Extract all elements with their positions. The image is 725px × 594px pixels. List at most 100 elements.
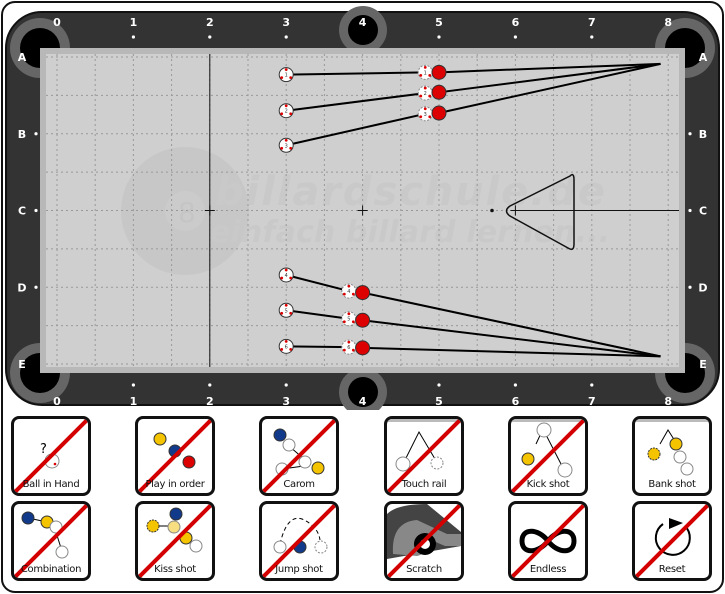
- cue-ball-path: [286, 309, 349, 320]
- object-ball[interactable]: [355, 340, 371, 356]
- cue-ball[interactable]: 6: [278, 338, 294, 354]
- object-ball-path: [362, 319, 661, 358]
- cue-ball-path: [286, 345, 349, 349]
- row-label: C: [18, 205, 26, 218]
- ball-number: 1: [424, 70, 427, 76]
- ghost-ball[interactable]: 1: [417, 64, 433, 80]
- diamond-marker: [437, 35, 441, 39]
- object-ball-path: [438, 62, 661, 74]
- option-button-ball-in-hand[interactable]: ?Ball in Hand: [11, 416, 91, 496]
- option-button-carom[interactable]: Carom: [259, 416, 339, 496]
- column-label: 8: [664, 395, 672, 408]
- ball-number: 2: [285, 109, 288, 115]
- option-button-jump-shot[interactable]: Jump shot: [259, 501, 339, 581]
- disabled-cross: [14, 504, 88, 578]
- diamond-marker: [34, 132, 38, 136]
- diamond-marker: [688, 132, 692, 136]
- ghost-ball[interactable]: 6: [341, 339, 357, 355]
- diamond-marker: [34, 208, 38, 213]
- option-label: Ball in Hand: [22, 479, 80, 490]
- ball-number: 6: [285, 344, 288, 350]
- bank-shot-icon: [635, 419, 709, 476]
- object-ball-path: [362, 346, 661, 358]
- column-label: 8: [664, 16, 672, 29]
- cue-ball[interactable]: 1: [278, 67, 294, 83]
- option-button-combination[interactable]: Combination: [11, 501, 91, 581]
- diamond-marker: [131, 383, 135, 387]
- jump-shot-icon: [262, 504, 336, 578]
- column-label: 7: [588, 395, 596, 408]
- option-label: Bank shot: [648, 479, 696, 490]
- ball-number: 6: [347, 345, 350, 351]
- carom-icon: [262, 419, 336, 493]
- diamond-marker: [688, 285, 692, 289]
- row-label: D: [17, 281, 26, 294]
- object-ball[interactable]: [355, 312, 371, 328]
- diamond-marker: [590, 383, 594, 387]
- cue-ball-path: [285, 112, 426, 147]
- row-label: C: [699, 205, 707, 218]
- disabled-cross: [635, 504, 709, 578]
- diamond-marker: [208, 35, 212, 39]
- column-label: 0: [53, 395, 61, 408]
- option-button-scratch[interactable]: Scratch: [384, 501, 464, 581]
- ghost-ball[interactable]: 2: [417, 85, 433, 101]
- ghost-ball[interactable]: 4: [341, 283, 357, 299]
- column-label: 7: [588, 16, 596, 29]
- row-label: E: [18, 358, 26, 371]
- option-button-kiss-shot[interactable]: Kiss shot: [135, 501, 215, 581]
- option-button-bank-shot[interactable]: Bank shot: [632, 416, 712, 496]
- diamond-marker: [437, 383, 441, 387]
- cue-ball[interactable]: 3: [278, 137, 294, 153]
- object-ball[interactable]: [431, 64, 447, 80]
- object-ball-path: [362, 291, 661, 358]
- object-ball[interactable]: [355, 285, 371, 301]
- ghost-ball[interactable]: 5: [341, 311, 357, 327]
- option-label: Jump shot: [275, 564, 323, 575]
- option-button-kick-shot[interactable]: Kick shot: [508, 416, 588, 496]
- svg-text:billardschule.de: billardschule.de: [215, 169, 605, 215]
- side-pocket[interactable]: [348, 377, 378, 407]
- watermark-logo: 8 billardschule.de einfach billard lerne…: [121, 147, 610, 275]
- row-label: A: [699, 51, 708, 64]
- scratch-icon: [387, 504, 461, 578]
- column-label: 1: [130, 16, 138, 29]
- row-label: D: [698, 281, 707, 294]
- spot-cross: [357, 205, 368, 216]
- option-label: Carom: [283, 479, 315, 490]
- pool-table[interactable]: 8 billardschule.de einfach billard lerne…: [0, 0, 725, 410]
- option-button-touch-rail[interactable]: Touch rail: [384, 416, 464, 496]
- diamond-marker: [513, 383, 518, 387]
- touch-rail-icon: [387, 419, 461, 493]
- reset-icon: [635, 504, 709, 578]
- cue-ball[interactable]: 4: [278, 267, 294, 283]
- play-in-order-icon: [138, 419, 212, 493]
- option-label: Kick shot: [526, 479, 570, 490]
- column-label: 0: [53, 16, 61, 29]
- diamond-marker: [131, 35, 135, 39]
- side-pocket[interactable]: [348, 15, 378, 45]
- object-ball[interactable]: [431, 84, 447, 100]
- diamond-marker: [208, 383, 212, 387]
- cue-ball[interactable]: 2: [278, 103, 294, 119]
- disabled-cross: [138, 504, 212, 578]
- option-button-endless[interactable]: Endless: [508, 501, 588, 581]
- option-label: Kiss shot: [154, 564, 196, 575]
- diamond-marker: [284, 383, 288, 387]
- column-label: 2: [206, 395, 214, 408]
- svg-text:einfach billard lernen...: einfach billard lernen...: [210, 215, 610, 250]
- disabled-cross: [262, 419, 336, 493]
- disabled-cross: [511, 419, 585, 493]
- option-label: Reset: [658, 564, 686, 575]
- cue-ball[interactable]: 5: [278, 302, 294, 318]
- column-label: 2: [206, 16, 214, 29]
- object-ball[interactable]: [431, 105, 447, 121]
- cue-ball-path: [285, 274, 350, 293]
- option-label: Scratch: [406, 564, 442, 575]
- option-button-play-in-order[interactable]: Play in order: [135, 416, 215, 496]
- ghost-ball[interactable]: 3: [417, 106, 433, 122]
- option-label: Endless: [529, 564, 567, 575]
- ball-number: 1: [285, 73, 288, 79]
- option-button-reset[interactable]: Reset: [632, 501, 712, 581]
- disabled-cross: [387, 419, 461, 493]
